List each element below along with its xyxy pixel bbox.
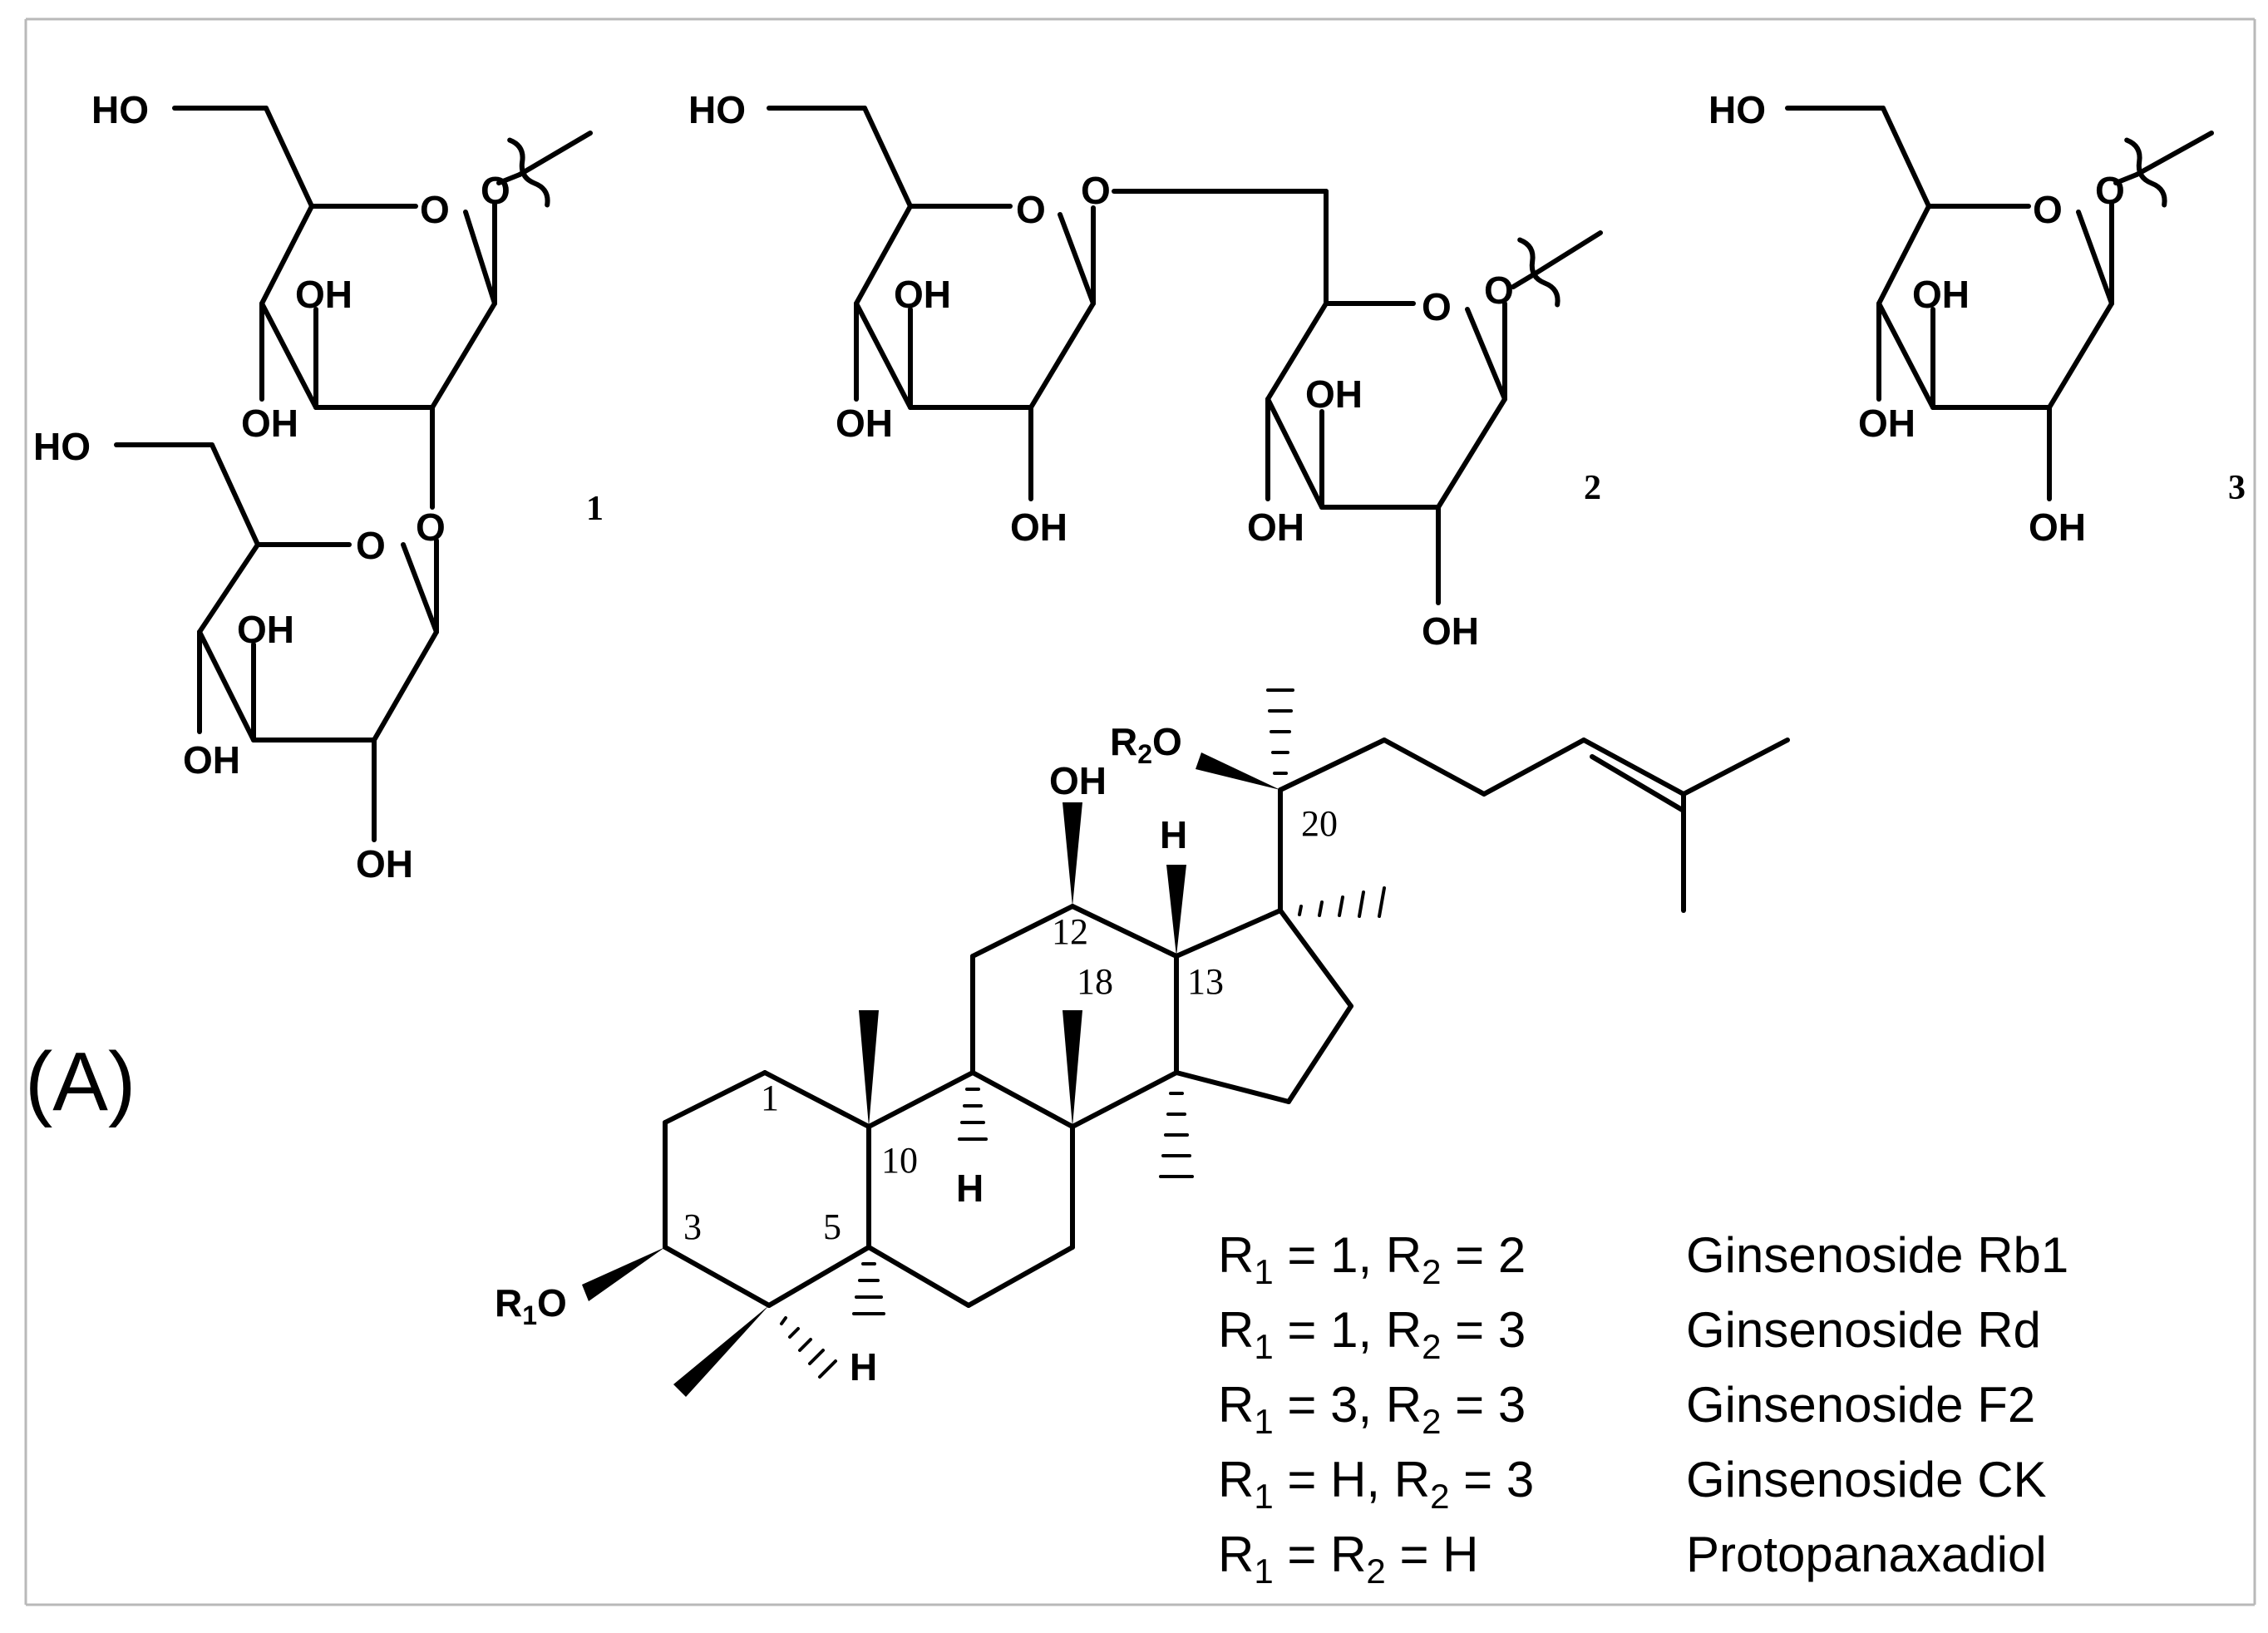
carbon-number: 3	[683, 1206, 702, 1247]
sugar-label-2: 2	[1584, 469, 1601, 507]
carbon-number: 12	[1052, 911, 1088, 952]
ho-label: HO	[1708, 88, 1766, 131]
glycosidic-oxygen-label: O	[1484, 269, 1514, 312]
ring-oxygen-label: O	[1016, 188, 1046, 231]
oh-label: OH	[1305, 372, 1363, 416]
oh-label: OH	[1912, 273, 1970, 316]
carbon-numbers: 1 3 5 10 12 13 18 20	[683, 803, 1338, 1247]
r1o-label: R1O	[495, 1281, 567, 1330]
glycosidic-oxygen-label: O	[481, 169, 510, 212]
oh-label: OH	[183, 738, 240, 782]
compound-name: Protopanaxadiol	[1686, 1527, 2047, 1582]
sugar-label-3: 3	[2228, 469, 2246, 507]
c5-hashed-h	[852, 1262, 885, 1315]
oh-label: OH	[1247, 506, 1304, 549]
glycosidic-oxygen-label: O	[2095, 169, 2125, 212]
oh-label: OH	[836, 402, 893, 445]
ring-oxygen-label: O	[420, 188, 450, 231]
carbon-number: 1	[761, 1078, 779, 1118]
c14-hashed-methyl	[1159, 1092, 1194, 1178]
oh-label: OH	[295, 273, 353, 316]
panel-label: (A)	[25, 1035, 136, 1128]
c13-h-label: H	[1160, 813, 1187, 856]
c9-hashed-h	[958, 1088, 988, 1141]
carbon-number: 10	[881, 1140, 918, 1181]
oh-label: OH	[241, 402, 298, 445]
ho-label: HO	[33, 425, 91, 468]
ring-oxygen-label: O	[2033, 188, 2063, 231]
glycosidic-oxygen-label: O	[416, 506, 446, 549]
carbon-number: 13	[1187, 961, 1224, 1002]
substitution-table: R1 = 1, R2 = 2 Ginsenoside Rb1 R1 = 1, R2 …	[1218, 1227, 2068, 1591]
c20-hashed-methyl	[1266, 688, 1294, 775]
ho-label: HO	[91, 88, 149, 131]
carbon-number: 20	[1301, 803, 1338, 844]
carbon-number: 18	[1077, 961, 1113, 1002]
sugar-1-structure	[114, 106, 593, 842]
oh-label: OH	[1010, 506, 1067, 549]
oh-label: OH	[1858, 402, 1915, 445]
compound-name: Ginsenoside Rd	[1686, 1302, 2041, 1358]
r2o-label: R2O	[1110, 720, 1182, 769]
compound-name: Ginsenoside CK	[1686, 1452, 2047, 1507]
ring-oxygen-label: O	[1422, 285, 1452, 328]
sugar-labels: 1 2 3	[586, 469, 2246, 528]
sugar-label-1: 1	[586, 490, 604, 528]
oh-label: OH	[894, 273, 951, 316]
carbon-number: 5	[823, 1206, 841, 1247]
substitution-assignment: R1 = 1, R2 = 2	[1218, 1227, 1526, 1291]
compound-name: Ginsenoside F2	[1686, 1377, 2035, 1433]
figure-frame	[24, 17, 2256, 1606]
substitution-assignment: R1 = 3, R2 = 3	[1218, 1377, 1526, 1441]
oh-label: OH	[1422, 609, 1479, 653]
oh-label: OH	[237, 608, 294, 651]
oh-label: OH	[356, 842, 413, 886]
c12-oh-label: OH	[1049, 759, 1107, 802]
substitution-assignment: R1 = R2 = H	[1218, 1527, 1479, 1591]
ring-oxygen-label: O	[356, 524, 386, 567]
c17-hashed-methyl	[1298, 886, 1386, 918]
dammarane-skeleton	[582, 688, 1790, 1397]
sugar-2-structure	[767, 106, 1603, 605]
c9-h-label: H	[956, 1167, 984, 1210]
c4-hashed-methyl	[780, 1316, 837, 1379]
oh-label: OH	[2029, 506, 2086, 549]
c5-h-label: H	[850, 1345, 877, 1389]
linker-oxygen-label: O	[1081, 169, 1111, 212]
compound-name: Ginsenoside Rb1	[1686, 1227, 2068, 1283]
ho-label: HO	[688, 88, 746, 131]
atom-labels: HO O O OH OH HO O O OH OH OH HO O O OH O…	[33, 88, 2125, 1389]
substitution-assignment: R1 = 1, R2 = 3	[1218, 1302, 1526, 1366]
substitution-assignment: R1 = H, R2 = 3	[1218, 1452, 1534, 1516]
sugar-3-structure	[1785, 106, 2214, 501]
